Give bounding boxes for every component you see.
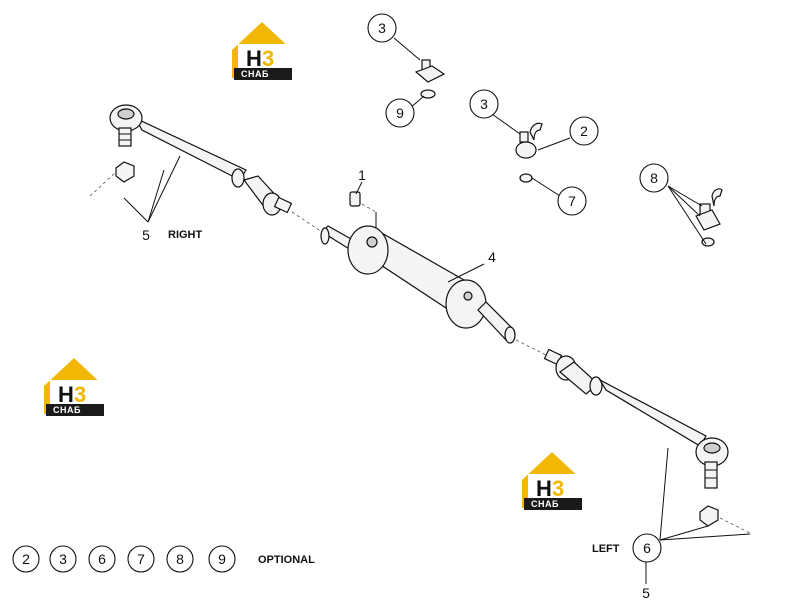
right-tie-rod (89, 104, 323, 233)
svg-text:3: 3 (74, 382, 86, 407)
logo-bottom-right: H 3 СНАБ (522, 452, 582, 510)
svg-text:СНАБ: СНАБ (53, 405, 81, 415)
svg-text:H: H (536, 476, 552, 501)
callout-2: 2 (569, 116, 599, 146)
callout-4: 4 (488, 249, 496, 265)
callout-3-middle: 3 (469, 89, 499, 119)
callout-9: 9 (385, 98, 415, 128)
svg-text:H: H (246, 46, 262, 71)
callout-6: 6 (632, 533, 662, 563)
optional-label: OPTIONAL (258, 554, 315, 566)
optional-legend: 2 3 6 7 8 9 OPTIONAL (12, 545, 315, 573)
left-tie-rod (543, 348, 753, 535)
callout-5-right: 5 (142, 227, 150, 243)
optional-item-3: 3 (49, 545, 77, 573)
steering-cylinder (320, 191, 549, 357)
optional-item-8: 8 (166, 545, 194, 573)
svg-text:3: 3 (480, 96, 488, 112)
svg-text:8: 8 (176, 551, 184, 567)
optional-item-6: 6 (88, 545, 116, 573)
svg-text:8: 8 (650, 170, 658, 186)
svg-text:5: 5 (642, 585, 650, 601)
svg-text:2: 2 (580, 123, 588, 139)
callout-5-left: 5 (642, 585, 650, 601)
svg-text:2: 2 (22, 551, 30, 567)
callout-8: 8 (639, 163, 669, 193)
svg-text:4: 4 (488, 249, 496, 265)
svg-text:7: 7 (568, 193, 576, 209)
callout-3-top: 3 (367, 13, 397, 43)
fitting-group-right (695, 188, 723, 247)
callout-1: 1 (358, 167, 366, 183)
callout-7: 7 (557, 186, 587, 216)
fitting-group-top (414, 59, 446, 99)
optional-item-7: 7 (127, 545, 155, 573)
svg-text:9: 9 (218, 551, 226, 567)
svg-text:СНАБ: СНАБ (241, 69, 269, 79)
svg-text:5: 5 (142, 227, 150, 243)
optional-item-2: 2 (12, 545, 40, 573)
svg-text:6: 6 (643, 540, 651, 556)
svg-text:1: 1 (358, 167, 366, 183)
svg-text:3: 3 (552, 476, 564, 501)
svg-text:3: 3 (262, 46, 274, 71)
label-right: RIGHT (168, 229, 203, 241)
svg-text:6: 6 (98, 551, 106, 567)
svg-text:СНАБ: СНАБ (531, 499, 559, 509)
svg-text:9: 9 (396, 105, 404, 121)
logo-top: H 3 СНАБ (232, 22, 292, 80)
label-left: LEFT (592, 543, 620, 555)
svg-text:H: H (58, 382, 74, 407)
svg-text:3: 3 (378, 20, 386, 36)
logo-middle-left: H 3 СНАБ (44, 358, 104, 416)
svg-text:3: 3 (59, 551, 67, 567)
fitting-group-middle (515, 122, 543, 183)
leader-lines (123, 37, 751, 584)
svg-text:7: 7 (137, 551, 145, 567)
optional-item-9: 9 (208, 545, 236, 573)
